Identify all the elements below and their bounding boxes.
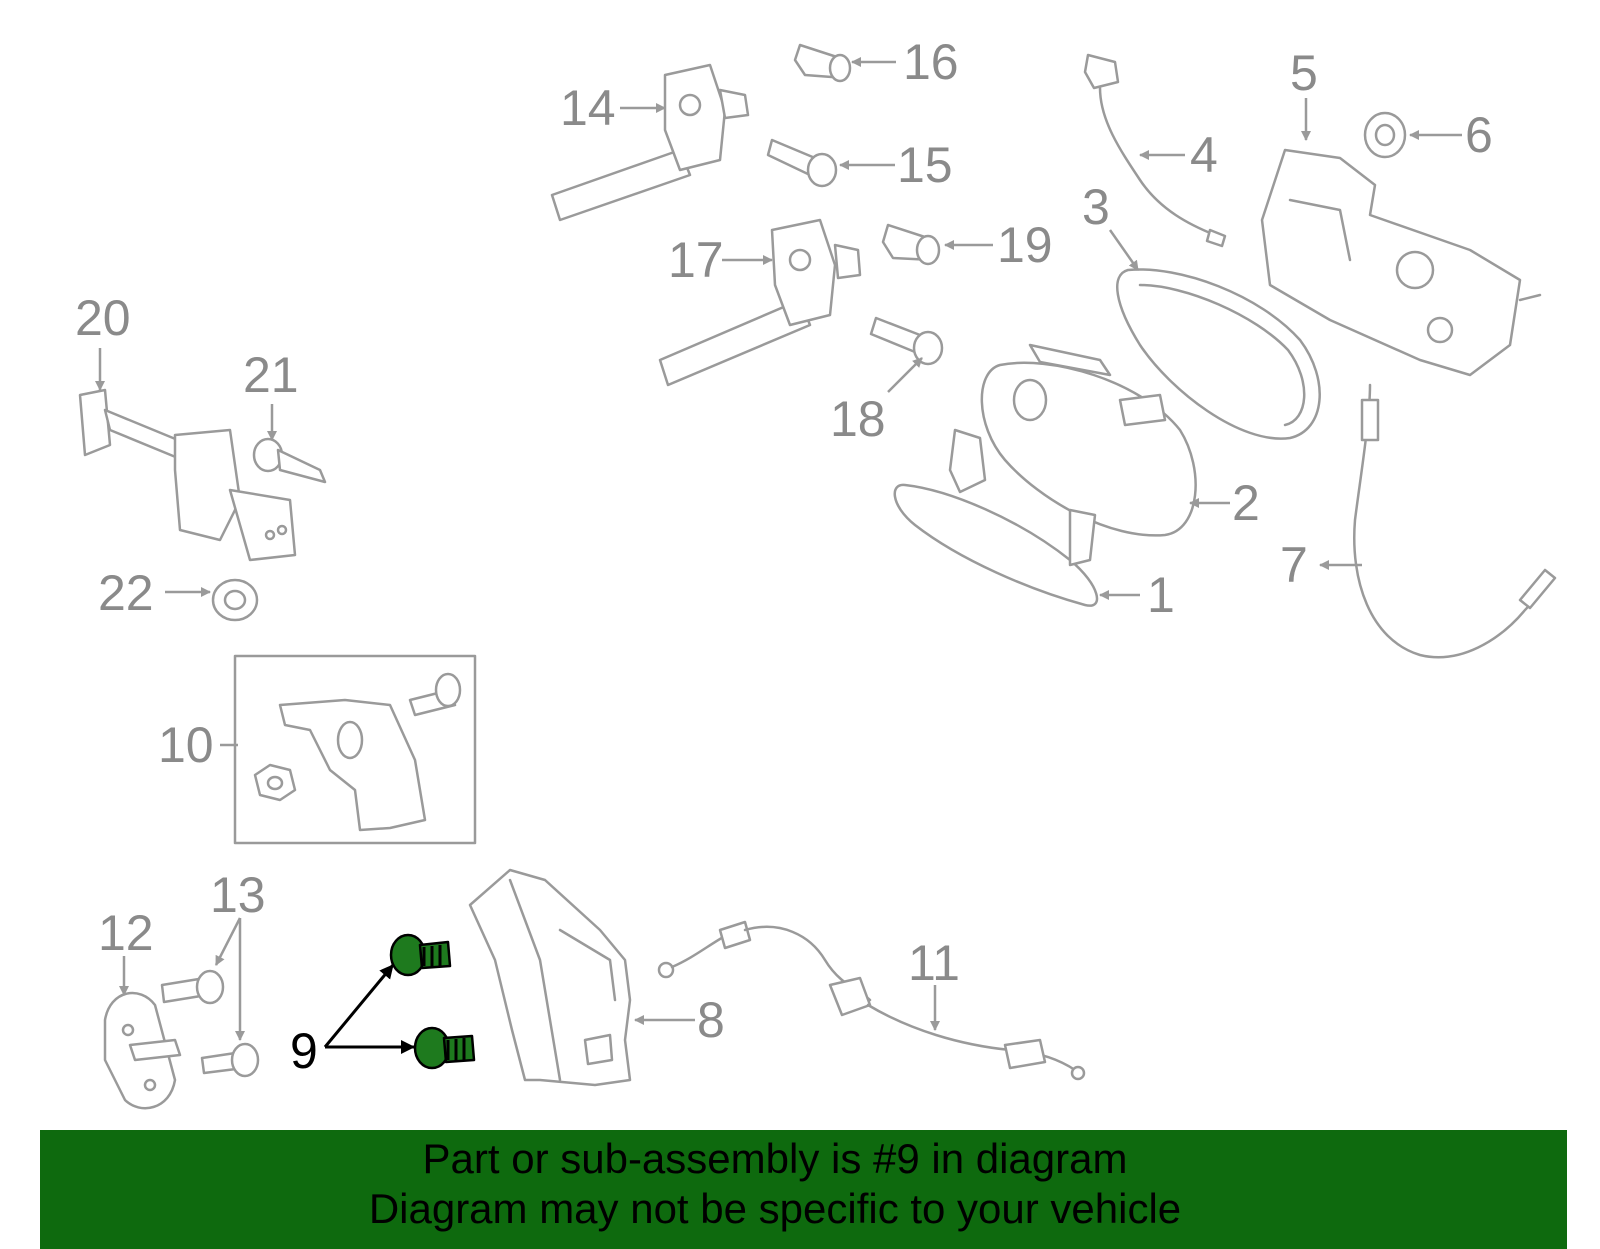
part-6-nut: [1363, 111, 1407, 159]
info-banner: Part or sub-assembly is #9 in diagram Di…: [40, 1130, 1567, 1249]
part-9-bolts: [389, 933, 476, 1070]
part-21-bolt: [252, 437, 327, 484]
part-20-door-check: [78, 388, 297, 562]
callout-6: 6: [1465, 107, 1493, 163]
callout-8: 8: [697, 992, 725, 1048]
part-18-bolt: [869, 316, 944, 366]
callout-21: 21: [243, 347, 299, 403]
callout-13: 13: [210, 867, 266, 923]
callout-16: 16: [903, 34, 959, 90]
part-13-screws: [160, 969, 260, 1078]
part-1-handle: [893, 428, 1099, 607]
banner-line-2: Diagram may not be specific to your vehi…: [368, 1185, 1182, 1232]
callout-19: 19: [997, 217, 1053, 273]
callout-3: 3: [1082, 179, 1110, 235]
callout-4: 4: [1190, 127, 1218, 183]
part-4-harness: [1083, 53, 1227, 248]
part-17-hinge: [658, 218, 862, 387]
part-7-cable: [1353, 383, 1557, 659]
leader-lines: [95, 57, 1462, 1054]
part-10-box: [233, 654, 477, 845]
callout-5: 5: [1290, 45, 1318, 101]
callout-10: 10: [158, 717, 214, 773]
callout-labels: 1 2 3 4 5 6 7 8 9 10 11 12 13 14 15 16 1…: [75, 34, 1493, 1079]
part-19-pin: [881, 223, 941, 266]
callout-17: 17: [668, 232, 724, 288]
callout-11: 11: [908, 935, 960, 991]
callout-18: 18: [830, 391, 886, 447]
part-15-bolt: [766, 138, 838, 188]
callout-14: 14: [560, 80, 616, 136]
part-11-cable: [657, 920, 1086, 1081]
part-8-latch: [468, 868, 632, 1087]
callout-20: 20: [75, 290, 131, 346]
callout-12: 12: [98, 905, 154, 961]
callout-1: 1: [1147, 567, 1175, 623]
part-16-pin: [793, 43, 852, 83]
part-22-nut: [211, 578, 259, 622]
callout-15: 15: [897, 137, 953, 193]
part-2-housing: [980, 343, 1197, 537]
callout-7: 7: [1280, 537, 1308, 593]
part-3-gasket: [1116, 268, 1321, 440]
callout-9: 9: [290, 1023, 318, 1079]
callout-22: 22: [98, 565, 154, 621]
part-5-frame: [1260, 148, 1542, 377]
banner-line-1: Part or sub-assembly is #9 in diagram: [422, 1135, 1128, 1182]
part-12-striker: [103, 991, 182, 1110]
part-14-hinge: [550, 63, 750, 222]
callout-2: 2: [1232, 475, 1260, 531]
